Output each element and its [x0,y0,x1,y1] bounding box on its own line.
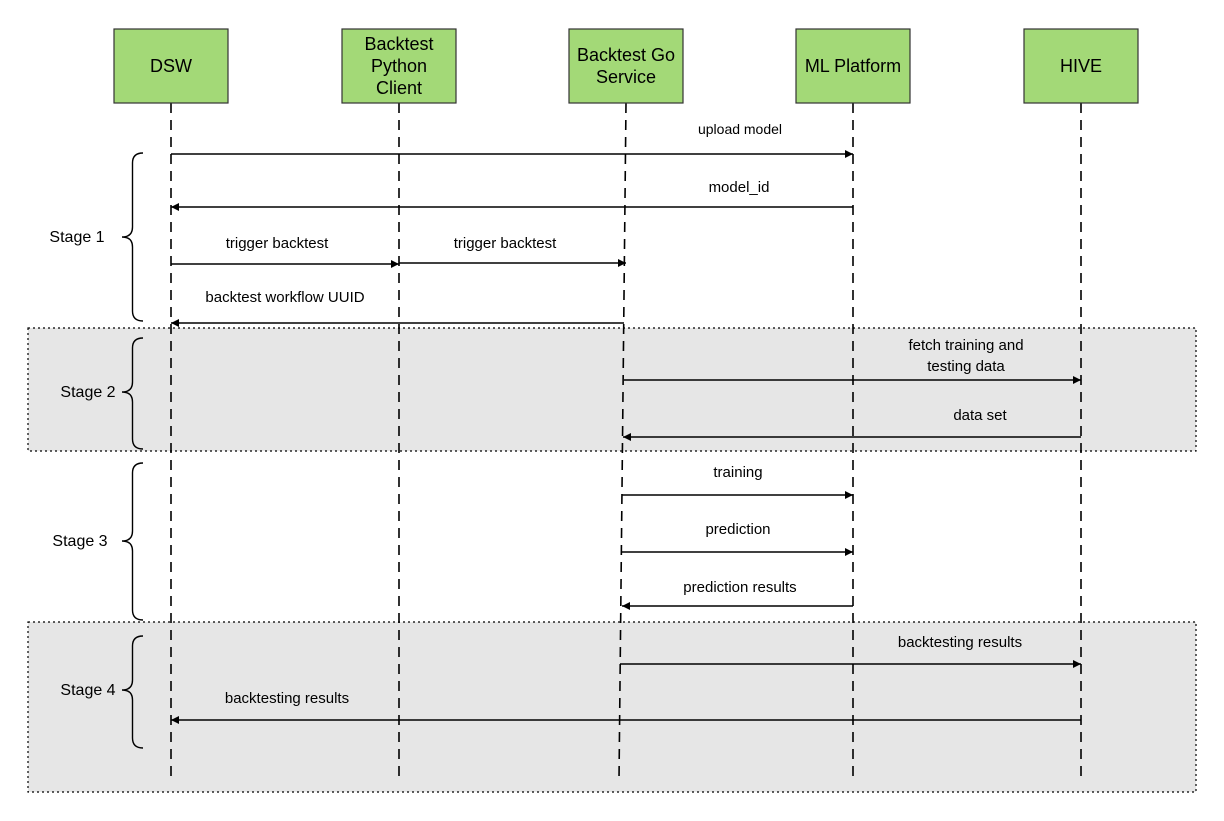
stage-brace [121,152,144,322]
message-label: data set [953,407,1007,424]
lifeline-go-service [618,102,627,781]
actor-label: DSW [150,56,192,76]
stage-label: Stage 1 [49,229,104,246]
message-arrow: training [622,464,853,499]
message-arrow: trigger backtest [171,235,399,268]
message-label: prediction [705,521,770,538]
message-arrow: model_id [171,179,853,211]
actor-dsw: DSW [113,28,229,104]
message-label: model_id [709,179,770,196]
actor-label: ML Platform [805,56,901,76]
stage-brackets: Stage 1 Stage 2 Stage 3 Stage 4 [49,152,144,749]
actor-box [341,28,457,104]
message-arrow: trigger backtest [399,235,626,267]
actor-box [113,28,229,104]
stage-label: Stage 2 [60,384,115,401]
message-label: fetch training and [908,337,1023,354]
message-label: backtest workflow UUID [205,289,364,306]
actor-label: Backtest Go [577,45,675,65]
stage-bands [27,327,1197,793]
stage-band [27,621,1197,793]
message-label: upload model [698,121,782,137]
message-label: trigger backtest [454,235,557,252]
actor-box [568,28,684,104]
stage-2: Stage 2 [60,337,144,450]
actor-hive: HIVE [1023,28,1139,104]
message-arrow: prediction results [622,579,853,610]
message-arrow: upload model [171,121,853,158]
stage-band [27,327,1197,452]
actor-ml-platform: ML Platform [795,28,911,104]
stage-label: Stage 3 [52,533,107,550]
message-arrow: backtesting results [620,634,1081,668]
message-label: training [713,464,762,481]
stage-brace [121,337,144,450]
message-label: backtesting results [898,634,1022,651]
message-label: prediction results [683,579,796,596]
message-arrow: fetch training and testing data [624,337,1081,384]
message-arrow: backtest workflow UUID [171,289,624,327]
message-arrow: data set [623,407,1081,441]
stage-label: Stage 4 [60,682,115,699]
actor-box [795,28,911,104]
lifelines [170,102,1082,781]
message-arrow: prediction [622,521,853,556]
message-label: trigger backtest [226,235,329,252]
actor-label: HIVE [1060,56,1102,76]
stage-brace [121,462,144,621]
actor-label: Service [596,67,656,87]
actor-label: Python [371,56,427,76]
stage-1: Stage 1 [49,152,144,322]
actor-label: Backtest [364,34,433,54]
message-label: backtesting results [225,690,349,707]
message-arrow: backtesting results [171,690,1081,724]
actor-label: Client [376,78,422,98]
stage-4: Stage 4 [60,635,144,749]
message-label: testing data [927,358,1005,375]
stage-brace [121,635,144,749]
stage-3: Stage 3 [52,462,144,621]
actor-box [1023,28,1139,104]
